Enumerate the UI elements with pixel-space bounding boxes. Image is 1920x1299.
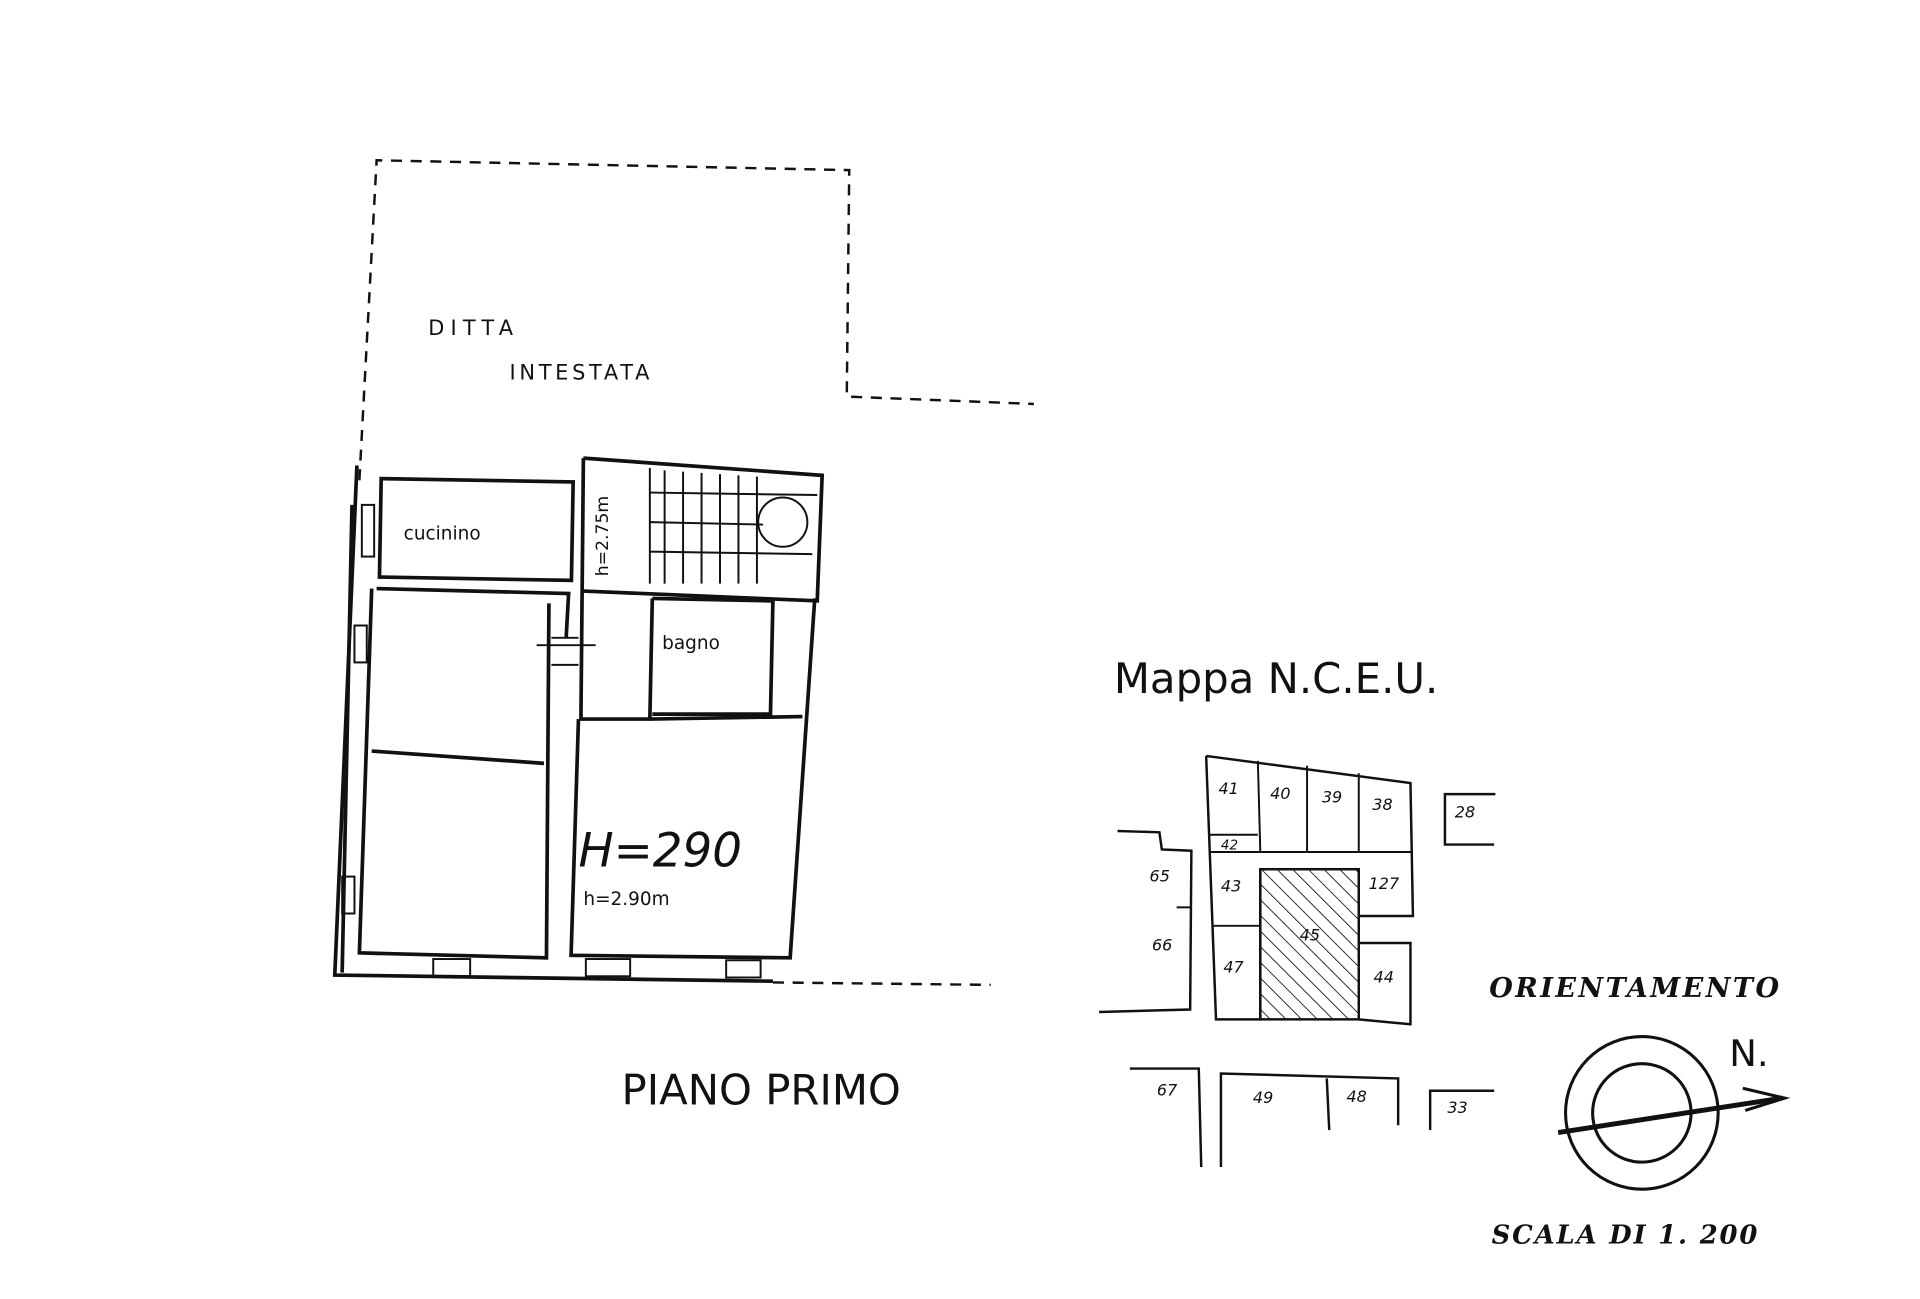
parcel-67: 67 [1157, 1081, 1178, 1100]
parcel-47: 47 [1223, 958, 1244, 977]
parcel-43: 43 [1221, 876, 1241, 895]
floor-title: PIANO PRIMO [622, 1065, 901, 1114]
handwritten-height: H=290 [578, 825, 742, 879]
parcel-65: 65 [1150, 866, 1170, 885]
floor-plan [332, 456, 825, 984]
north-arrow-icon [1557, 1035, 1791, 1191]
room-height-label: h=2.90m [583, 889, 669, 910]
parcel-49: 49 [1253, 1088, 1273, 1107]
owner-label-1: DITTA [428, 316, 519, 340]
cadastral-map [1099, 754, 1496, 1168]
room-label-kitchen: cucinino [404, 523, 481, 544]
room-label-bath: bagno [662, 633, 720, 654]
parcel-33: 33 [1447, 1098, 1467, 1117]
parcel-38: 38 [1372, 795, 1392, 814]
parcel-40: 40 [1270, 784, 1290, 803]
parcel-41: 41 [1218, 779, 1238, 798]
parcel-42: 42 [1221, 837, 1238, 853]
property-boundary [358, 159, 1034, 481]
parcel-44: 44 [1374, 967, 1394, 986]
map-title: Mappa N.C.E.U. [1114, 654, 1438, 703]
parcel-28: 28 [1455, 802, 1475, 821]
parcel-48: 48 [1346, 1087, 1366, 1106]
owner-label-2: INTESTATA [510, 360, 654, 384]
parcel-127: 127 [1369, 874, 1400, 893]
parcel-45: 45 [1300, 926, 1320, 945]
north-label: N. [1729, 1032, 1768, 1075]
parcel-66: 66 [1152, 935, 1172, 954]
orientation-title: ORIENTAMENTO [1489, 973, 1781, 1004]
scale-label: SCALA DI 1. 200 [1492, 1220, 1759, 1250]
stair-height-label: h=2.75m [593, 496, 613, 576]
parcel-39: 39 [1322, 788, 1342, 807]
